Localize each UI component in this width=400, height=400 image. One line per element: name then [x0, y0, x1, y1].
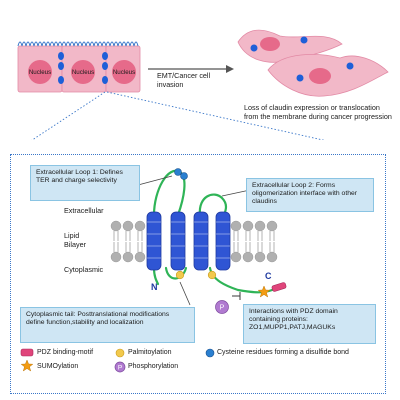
extracellular-label: Extracellular [64, 206, 104, 215]
loop2-info-box: Extracellular Loop 2: Forms oligomerizat… [246, 178, 374, 212]
intracellular-loop [164, 266, 188, 280]
legend-phosphorylation: Phosphorylation [128, 363, 179, 370]
tm-helix [193, 211, 209, 271]
nucleus [28, 60, 52, 84]
emt-label: EMT/Cancer cell invasion [157, 71, 211, 89]
tm-helix [215, 211, 231, 271]
legend-sumoylation: SUMOylation [37, 363, 79, 370]
legend-cysteine: Cysteine residues forming a disulfide bo… [217, 349, 349, 356]
claudin-dot [300, 36, 308, 44]
emt-arrow [148, 65, 234, 73]
top-scene-graphic: Nucleus Nucleus Nucleus [17, 29, 389, 140]
tight-junction-dots [58, 52, 108, 84]
phosphorylation-p-label: P [220, 305, 225, 312]
nucleus [112, 60, 136, 84]
palmitoylation-sites [175, 270, 217, 280]
phosphorylation-icon [114, 361, 126, 373]
tm-helix [146, 211, 162, 271]
zoomed-panel [10, 154, 386, 394]
extracellular-loop-1 [152, 169, 186, 217]
claudin-dot [296, 74, 304, 82]
sumoylation-icon [20, 359, 34, 372]
pdz-motif [271, 282, 287, 292]
mesenchymal-nucleus [309, 68, 331, 84]
n-terminus-label: N [151, 282, 158, 292]
extracellular-loop-2 [198, 193, 228, 217]
zoom-line [31, 91, 106, 140]
tail-info-box: Cytoplasmic tail: Posttranslational modi… [20, 307, 195, 343]
cysteine-dot [174, 168, 182, 176]
phosphorylation-marker [215, 300, 229, 314]
pdz-info-box: Interactions with PDZ domain containing … [243, 304, 376, 344]
nucleus-label: Nucleus [113, 69, 135, 76]
tm-helix [170, 211, 186, 271]
legend-pdz-motif: PDZ binding-motif [37, 349, 94, 356]
legend-palmitoylation: Palmitoylation [128, 349, 172, 356]
legend-p-symbol: P [118, 365, 122, 372]
nucleus [71, 60, 95, 84]
pointer-line [221, 189, 251, 197]
mesenchymal-cell [237, 29, 343, 63]
cysteine-dot [180, 172, 188, 180]
lipid-bilayer [110, 220, 278, 263]
cytoplasmic-label: Cytoplasmic [64, 265, 104, 274]
nucleus-label: Nucleus [72, 69, 94, 76]
lipid-bilayer-label: Lipid Bilayer [64, 231, 86, 249]
sumoylation-star [257, 285, 271, 298]
mesenchymal-cells [237, 29, 389, 97]
nucleus-label: Nucleus [29, 69, 51, 76]
transmembrane-helices [146, 211, 231, 271]
claudin-dot [346, 62, 354, 70]
c-terminus-label: C [265, 271, 272, 281]
microvilli [17, 41, 139, 47]
loop1-info-box: Extracellular Loop 1: Defines TER and ch… [30, 165, 140, 201]
mesenchymal-nucleus [260, 37, 280, 51]
pdz-motif-icon [20, 348, 34, 357]
epithelial-cells: Nucleus Nucleus Nucleus [17, 41, 326, 140]
palmitoylation-icon [115, 348, 125, 358]
pointer-line [179, 281, 191, 306]
cysteine-icon [205, 348, 215, 358]
pointer-line [137, 175, 173, 186]
loss-of-claudin-text: Loss of claudin expression or translocat… [244, 103, 392, 121]
claudin-dot [250, 44, 258, 52]
